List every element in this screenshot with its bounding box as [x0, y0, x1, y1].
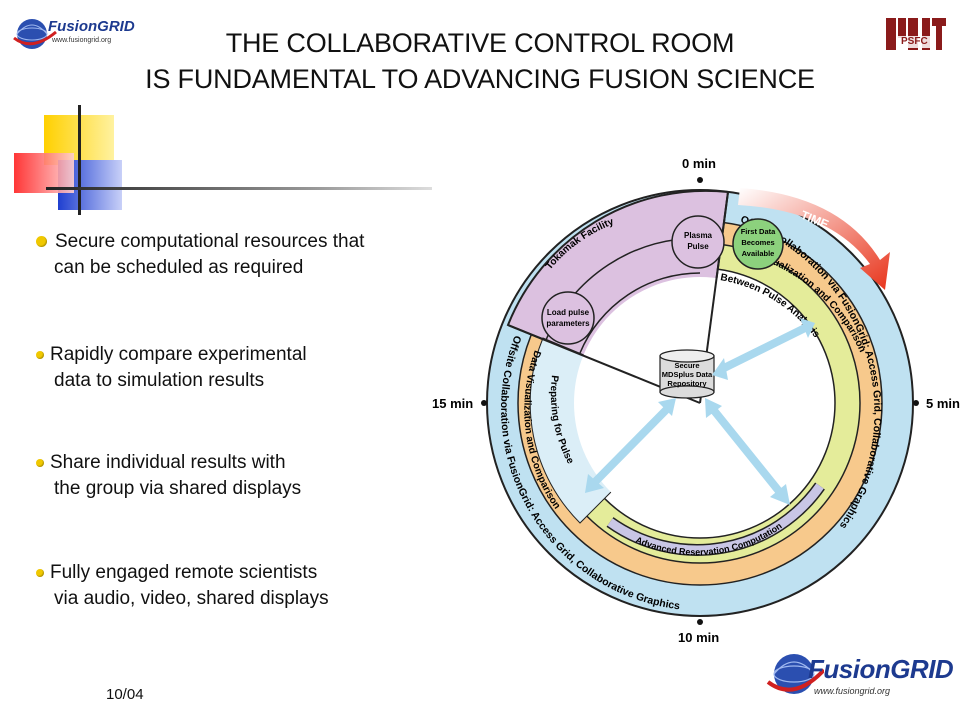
fusiongrid-logo-name: FusionGRID — [48, 18, 135, 35]
svg-text:MDSplus Data: MDSplus Data — [662, 370, 713, 379]
bullet-dot-icon — [36, 236, 47, 248]
svg-text:Becomes: Becomes — [741, 238, 774, 247]
svg-text:parameters: parameters — [546, 319, 590, 328]
mit-psfc-logo: PSFC — [884, 14, 948, 54]
svg-text:Available: Available — [742, 249, 775, 258]
fusiongrid-logo-url: www.fusiongrid.org — [814, 686, 891, 696]
data-flow-arrows — [585, 318, 815, 505]
time-label-0: 0 min — [682, 156, 716, 171]
bullet-line1: Secure computational resources that — [55, 231, 365, 252]
fusiongrid-logo-name: FusionGRID — [808, 654, 954, 684]
mit-psfc-sub: PSFC — [901, 36, 928, 47]
bullet-dot-icon — [36, 350, 44, 359]
bullet-line2: the group via shared displays — [54, 478, 302, 499]
fusiongrid-logo-top: FusionGRID www.fusiongrid.org — [12, 14, 135, 52]
bullet-dot-icon — [36, 568, 44, 577]
slide-title-line1: THE COLLABORATIVE CONTROL ROOM — [225, 28, 735, 58]
fusiongrid-logo-bottom: FusionGRID www.fusiongrid.org — [764, 648, 954, 704]
bullet-item: Secure computational resources that can … — [36, 229, 364, 281]
bullet-line2: via audio, video, shared displays — [54, 588, 329, 609]
svg-text:Load pulse: Load pulse — [547, 308, 590, 317]
footer-date: 10/04 — [106, 686, 144, 703]
globe-icon — [13, 19, 57, 49]
bullet-line2: data to simulation results — [54, 370, 265, 391]
control-room-cycle-diagram: TIME 0 min 5 min 10 min 15 min Offsite C… — [432, 156, 960, 645]
plasma-pulse-node: Plasma Pulse — [671, 215, 725, 269]
bullet-line1: Share individual results with — [50, 452, 286, 473]
bullet-item: Rapidly compare experimental data to sim… — [36, 342, 307, 394]
slide-title-line2: IS FUNDAMENTAL TO ADVANCING FUSION SCIEN… — [145, 64, 815, 94]
data-repository-icon: Secure MDSplus Data Repository — [659, 349, 715, 399]
svg-text:Repository: Repository — [667, 379, 707, 388]
bullet-line1: Rapidly compare experimental — [50, 344, 307, 365]
bullet-item: Fully engaged remote scientists via audi… — [36, 560, 329, 612]
globe-icon — [766, 654, 826, 694]
time-label-5: 5 min — [926, 396, 960, 411]
time-label-10: 10 min — [678, 630, 719, 645]
load-pulse-node: Load pulse parameters — [541, 291, 595, 345]
bullet-item: Share individual results with the group … — [36, 450, 301, 502]
svg-text:Pulse: Pulse — [687, 242, 709, 251]
bullet-line1: Fully engaged remote scientists — [50, 562, 318, 583]
fusiongrid-logo-url: www.fusiongrid.org — [52, 37, 112, 44]
svg-text:First Data: First Data — [741, 227, 776, 236]
bullet-dot-icon — [36, 458, 44, 467]
bullet-line2: can be scheduled as required — [54, 257, 304, 278]
first-data-node: First Data Becomes Available — [732, 218, 784, 270]
svg-text:Secure: Secure — [674, 361, 699, 370]
time-arrow — [738, 188, 890, 290]
time-label-15: 15 min — [432, 396, 473, 411]
decorative-squares — [10, 105, 440, 225]
svg-text:Plasma: Plasma — [684, 231, 713, 240]
